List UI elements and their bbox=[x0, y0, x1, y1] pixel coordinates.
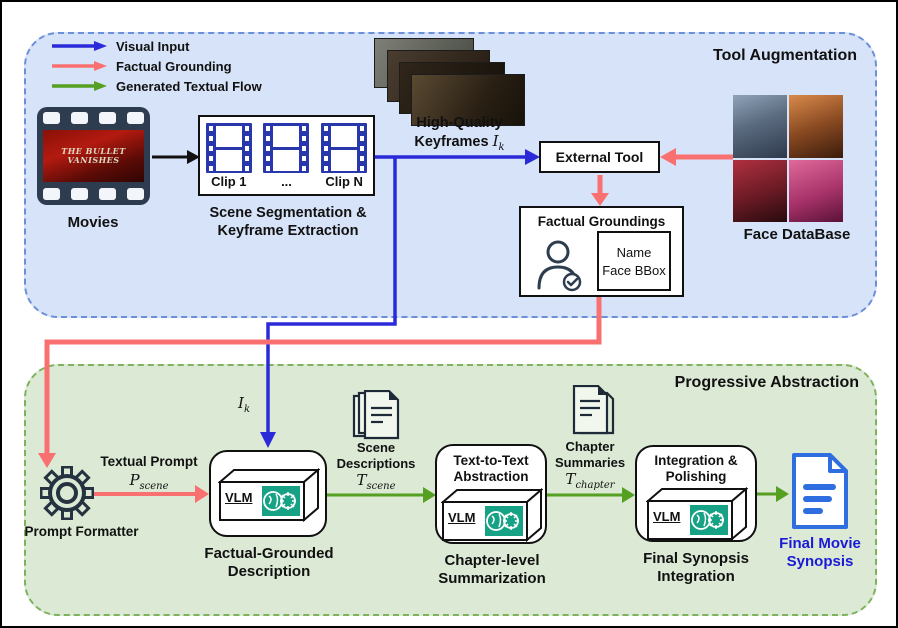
scene-segmentation-caption: Scene Segmentation & Keyframe Extraction bbox=[209, 205, 367, 239]
factual-groundings-title: Factual Groundings bbox=[537, 214, 666, 229]
scene-descriptions-icon bbox=[352, 390, 400, 440]
legend-label: Factual Grounding bbox=[116, 58, 232, 74]
face-portrait bbox=[789, 95, 843, 158]
prompt-formatter-label: Prompt Formatter bbox=[24, 524, 139, 539]
film-clip-icon bbox=[321, 123, 368, 173]
textual-prompt-label: Textual Prompt Pscene bbox=[100, 454, 198, 492]
visual-input-arrow-icon bbox=[52, 41, 107, 51]
face-portrait bbox=[733, 95, 787, 158]
module3-caption: Final Synopsis Integration bbox=[643, 550, 749, 585]
vlm-3d-box-icon bbox=[218, 467, 320, 523]
clip-item: ... bbox=[263, 123, 310, 189]
vlm-box: VLM bbox=[441, 486, 543, 544]
clip-item: Clip 1 bbox=[205, 123, 252, 189]
chapter-summaries-icon bbox=[572, 385, 615, 435]
face-database-label: Face DataBase bbox=[743, 226, 851, 243]
final-synopsis-label: Final Movie Synopsis bbox=[779, 535, 861, 570]
module2-caption: Chapter-level Summarization bbox=[438, 552, 546, 587]
grounding-fields-box: Name Face BBox bbox=[597, 231, 671, 291]
vlm-box: VLM bbox=[218, 466, 320, 524]
vlm-box: VLM bbox=[646, 485, 748, 543]
grounding-field-bbox: Face BBox bbox=[602, 262, 666, 278]
vlm-label: VLM bbox=[225, 490, 253, 505]
vlm-label: VLM bbox=[653, 509, 681, 524]
poster-title-line1: THE BULLET bbox=[61, 146, 126, 156]
vlm-3d-box-icon bbox=[646, 486, 748, 542]
legend-item-visual-input: Visual Input bbox=[52, 38, 190, 54]
film-clip-icon bbox=[205, 123, 252, 173]
legend-label: Visual Input bbox=[116, 38, 190, 54]
clip-label: Clip N bbox=[325, 174, 363, 189]
gear-icon bbox=[40, 466, 94, 520]
filmstrip-sprockets bbox=[43, 112, 144, 124]
film-clip-icon bbox=[263, 123, 310, 173]
generated-textual-flow-arrow-icon bbox=[52, 81, 107, 91]
external-tool-box: External Tool bbox=[539, 141, 660, 173]
factual-grounding-arrow-icon bbox=[52, 61, 107, 71]
legend-item-factual-grounding: Factual Grounding bbox=[52, 58, 232, 74]
factual-groundings-box: Factual Groundings Name Face BBox bbox=[519, 206, 684, 297]
face-database-grid bbox=[733, 95, 843, 222]
keyframe-image bbox=[411, 74, 525, 126]
legend-item-generated-textual-flow: Generated Textual Flow bbox=[52, 78, 262, 94]
vlm-label: VLM bbox=[448, 510, 476, 525]
vlm-3d-box-icon bbox=[441, 487, 543, 543]
keyframes-caption: High-Quality Keyframes Ik bbox=[414, 115, 505, 153]
module1-caption: Factual-Grounded Description bbox=[204, 545, 334, 580]
module-final-synopsis-integration: Integration & Polishing VLM bbox=[635, 445, 757, 542]
legend-label: Generated Textual Flow bbox=[116, 78, 262, 94]
tool-augmentation-title: Tool Augmentation bbox=[713, 47, 857, 64]
face-portrait bbox=[789, 159, 843, 222]
module-chapter-summarization: Text-to-Text Abstraction VLM bbox=[435, 444, 547, 544]
clip-label: Clip 1 bbox=[211, 174, 247, 189]
chapter-summaries-label: Chapter Summaries Tchapter bbox=[554, 439, 626, 491]
scene-descriptions-label: Scene Descriptions Tscene bbox=[336, 440, 416, 492]
movie-poster: THE BULLET VANISHES bbox=[43, 130, 144, 182]
filmstrip-sprockets bbox=[43, 188, 144, 200]
poster-title-line2: VANISHES bbox=[67, 155, 120, 165]
clip-item: Clip N bbox=[321, 123, 368, 189]
progressive-abstraction-title: Progressive Abstraction bbox=[674, 374, 859, 391]
movie-filmstrip-icon: THE BULLET VANISHES bbox=[37, 107, 150, 205]
face-portrait bbox=[733, 159, 787, 222]
ik-edge-label: Ik bbox=[238, 394, 250, 415]
movies-label: Movies bbox=[67, 214, 119, 231]
module3-header: Integration & Polishing bbox=[654, 453, 738, 484]
grounding-field-name: Name bbox=[616, 244, 652, 260]
scene-segmentation-box: Clip 1 ... Clip N bbox=[198, 115, 375, 196]
module-factual-grounded-description: VLM bbox=[209, 450, 327, 537]
module2-header: Text-to-Text Abstraction bbox=[453, 453, 529, 484]
final-synopsis-doc-icon bbox=[792, 453, 848, 529]
clip-label: ... bbox=[281, 174, 292, 189]
person-check-icon bbox=[537, 240, 582, 292]
